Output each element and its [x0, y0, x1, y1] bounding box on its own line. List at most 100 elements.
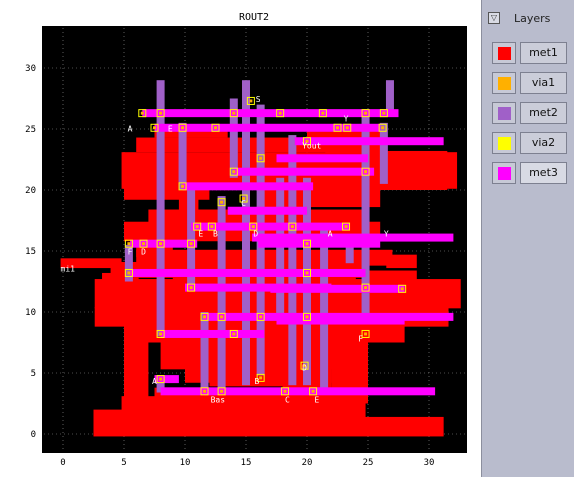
layer-color-swatch[interactable] [492, 42, 516, 64]
layer-color-swatch[interactable] [492, 162, 516, 184]
via1-square [290, 225, 294, 229]
via1-square [336, 126, 339, 130]
via2-square [276, 109, 285, 118]
via2-square [217, 198, 226, 207]
via2-square [281, 387, 290, 396]
via1-square [400, 287, 404, 291]
via1-square [303, 364, 307, 368]
via1-square [159, 332, 163, 336]
via2-square [379, 109, 388, 118]
layer-color-swatch[interactable] [492, 132, 516, 154]
met2-bar [124, 244, 133, 282]
via1-square [251, 225, 255, 229]
layers-header: ▽ Layers [488, 12, 568, 30]
via1-square [364, 332, 368, 336]
met2-bar [361, 110, 370, 325]
met2-bar [385, 80, 394, 117]
layer-color-swatch[interactable] [492, 102, 516, 124]
layer-color-swatch[interactable] [492, 72, 516, 94]
via1-square [344, 225, 348, 229]
via2-square [217, 387, 226, 396]
layer-button-via1[interactable]: via1 [520, 72, 567, 94]
via2-square [303, 312, 311, 321]
layers-panel: ▽ Layers met1 via1 met2 via2 met3 [481, 0, 574, 477]
layer-button-met3[interactable]: met3 [520, 162, 567, 184]
via2-square [156, 375, 165, 384]
met3-bar [191, 222, 350, 231]
via2-square [256, 154, 265, 163]
via2-square [249, 222, 258, 231]
via2-square [361, 109, 370, 118]
net-label: Yout [302, 142, 321, 151]
via2-square [138, 109, 147, 118]
via2-square [217, 312, 226, 321]
layer-button-met1[interactable]: met1 [520, 42, 567, 64]
met1-rect [60, 258, 122, 269]
via2-square [303, 137, 311, 146]
via2-square [124, 268, 133, 277]
via1-square [159, 111, 163, 115]
via2-square [256, 312, 265, 321]
met3-bar [294, 137, 444, 146]
via-shapes [124, 96, 407, 396]
net-label: mi1 [61, 265, 76, 274]
via2-square [124, 239, 133, 248]
net-label: E [198, 229, 203, 238]
met2-bar [320, 226, 329, 392]
via1-square [249, 99, 253, 103]
met3-bar [252, 233, 454, 242]
via2-square [361, 283, 370, 292]
met3-bar [154, 375, 179, 384]
net-label: F [358, 334, 363, 343]
via1-square [142, 242, 146, 246]
via1-square [127, 242, 131, 246]
met1-rect [93, 409, 131, 422]
collapse-triangle-icon[interactable]: ▽ [488, 12, 500, 24]
net-label: S [256, 95, 261, 104]
via1-square [195, 225, 199, 229]
y-tick-label: 10 [25, 308, 36, 318]
met3-bar [270, 284, 405, 293]
net-label: A [128, 124, 133, 133]
via1-square [220, 389, 224, 393]
net-label: E [168, 124, 173, 133]
met2-bar [200, 312, 209, 392]
met2-bar [345, 238, 354, 264]
layer-color-chip [498, 137, 511, 150]
via2-square [239, 194, 248, 203]
via2-square [200, 387, 209, 396]
via2-square [187, 239, 196, 248]
x-tick-label: 20 [302, 458, 313, 468]
met2-bar [217, 196, 226, 394]
via2-square [303, 268, 311, 277]
via2-square [361, 167, 370, 176]
y-tick-label: 30 [25, 64, 36, 74]
via1-square [181, 184, 185, 188]
via2-square [361, 329, 370, 338]
met2-bar [229, 98, 238, 178]
via2-square [178, 182, 187, 191]
via1-square [203, 389, 207, 393]
met2-bar [379, 122, 388, 184]
via1-square [232, 332, 236, 336]
met1-rect [368, 270, 417, 286]
via2-square [229, 109, 238, 118]
met2-bar [288, 135, 297, 386]
via2-square [343, 123, 352, 132]
via2-square [309, 387, 318, 396]
layer-button-met2[interactable]: met2 [520, 102, 567, 124]
met3-bar [130, 268, 366, 277]
via1-square [321, 111, 325, 115]
via1-square [345, 126, 349, 130]
met3-bar [142, 109, 399, 118]
net-label: D [141, 248, 146, 257]
plot-title: ROUT2 [239, 12, 269, 23]
via1-square [364, 286, 368, 290]
layer-row-via2: via2 [492, 132, 570, 154]
layer-button-via2[interactable]: via2 [520, 132, 567, 154]
x-tick-label: 30 [424, 458, 435, 468]
via1-square [259, 315, 263, 319]
